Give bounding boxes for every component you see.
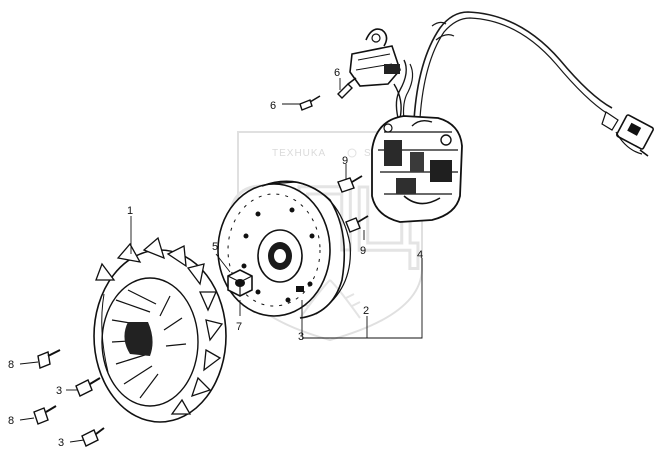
callout-8-lower: 8	[8, 415, 14, 427]
callout-7: 7	[236, 321, 242, 333]
cooling-fan	[93, 236, 227, 423]
screw-8-lower	[33, 405, 57, 425]
callout-6-lower: 6	[270, 100, 276, 112]
callout-4: 4	[417, 249, 423, 261]
callout-9-upper: 9	[342, 155, 348, 167]
callout-5: 5	[212, 241, 218, 253]
leader-lines	[19, 78, 423, 443]
callout-1: 1	[127, 205, 133, 217]
pickup-coil	[349, 28, 402, 119]
wiring-harness	[395, 11, 613, 121]
screw-6-lower	[299, 95, 321, 111]
screw-3-lower	[81, 427, 105, 447]
callouts: 1 2 3 4 5 6 6 7 8 8 3 3 9 9	[8, 67, 423, 449]
callout-9-lower: 9	[360, 245, 366, 257]
callout-6-upper: 6	[334, 67, 340, 79]
stator-assembly	[371, 115, 463, 223]
screw-3-upper	[75, 377, 101, 397]
callout-3: 3	[298, 331, 304, 343]
flywheel-nut	[227, 269, 253, 297]
callout-3-lower-screw: 3	[58, 437, 64, 449]
screw-6-upper	[337, 77, 357, 99]
screw-8-upper	[37, 349, 61, 369]
fan-blades	[95, 236, 224, 415]
connector-plug	[601, 111, 654, 157]
callout-8-upper: 8	[8, 359, 14, 371]
callout-3-upper-screw: 3	[56, 385, 62, 397]
rotor-flywheel	[217, 180, 351, 319]
watermark-text-left: TEXHUKA	[272, 148, 326, 159]
callout-2: 2	[363, 305, 369, 317]
screw-9-lower	[345, 215, 369, 233]
watermark-dot	[347, 148, 357, 158]
fan-inner-vanes	[111, 289, 187, 399]
